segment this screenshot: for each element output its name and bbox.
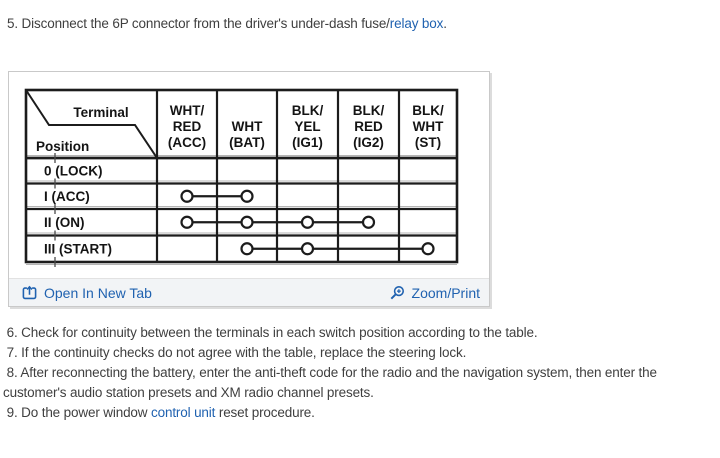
relay-box-link[interactable]: relay box [389,16,444,31]
svg-text:II (ON): II (ON) [44,215,85,230]
procedure-steps: 6. Check for continuity between the term… [0,323,719,423]
control-unit-link[interactable]: control unit [151,405,216,420]
zoom-print-label: Zoom/Print [411,284,480,301]
step-9-text: 9. Do the power window [3,405,151,420]
svg-text:(IG2): (IG2) [353,135,384,150]
step-6: 6. Check for continuity between the term… [3,325,538,340]
svg-text:WHT: WHT [413,119,444,134]
step-9-tail: reset procedure. [215,405,315,420]
svg-text:Position: Position [36,139,89,154]
svg-text:BLK/: BLK/ [412,103,444,118]
step-5-period: . [443,16,447,31]
open-in-new-tab-icon [22,285,37,300]
step-8: 8. After reconnecting the battery, enter… [3,365,661,400]
step-9: 9. Do the power window control unit rese… [3,403,719,423]
svg-text:BLK/: BLK/ [353,103,385,118]
image-toolbar: Open In New Tab Zoom/Print [9,278,489,306]
svg-text:I (ACC): I (ACC) [44,189,90,204]
svg-text:WHT: WHT [232,119,263,134]
svg-text:(IG1): (IG1) [292,135,323,150]
svg-text:YEL: YEL [294,119,320,134]
ignition-switch-continuity-table-image: TerminalPositionWHT/RED(ACC)WHT(BAT)BLK/… [24,88,459,267]
svg-text:III (START): III (START) [44,242,112,257]
open-in-new-tab-label: Open In New Tab [44,284,152,301]
svg-text:(ACC): (ACC) [168,135,206,150]
svg-text:RED: RED [354,119,383,134]
zoom-in-icon [389,285,405,301]
zoom-print-button[interactable]: Zoom/Print [389,285,480,301]
svg-text:RED: RED [173,119,202,134]
step-5-text: 5. Disconnect the 6P connector from the … [7,16,390,31]
step-7: 7. If the continuity checks do not agree… [3,345,467,360]
svg-text:BLK/: BLK/ [292,103,324,118]
svg-text:(ST): (ST) [415,135,441,150]
step-5: 5. Disconnect the 6P connector from the … [0,14,720,34]
svg-text:WHT/: WHT/ [170,103,205,118]
svg-text:(BAT): (BAT) [229,135,265,150]
svg-text:Terminal: Terminal [73,105,128,120]
open-in-new-tab-button[interactable]: Open In New Tab [22,285,152,301]
svg-text:0 (LOCK): 0 (LOCK) [44,164,103,179]
